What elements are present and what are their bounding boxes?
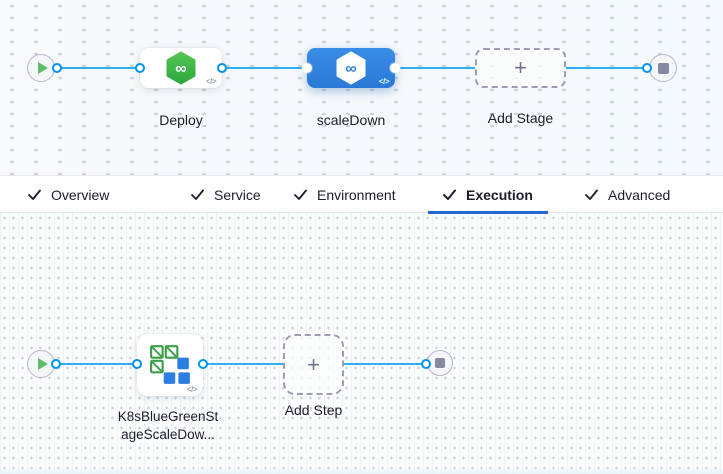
play-icon [37, 62, 48, 74]
connector-line [203, 362, 283, 365]
stage-label-scaledown: scaleDown [316, 112, 386, 128]
code-icon: </> [378, 77, 390, 86]
execution-step-canvas[interactable] [0, 213, 723, 474]
tab-label: Service [214, 186, 261, 203]
tab-advanced[interactable]: Advanced [584, 176, 670, 213]
connection-point[interactable] [132, 359, 142, 369]
tab-overview[interactable]: Overview [27, 176, 109, 213]
tab-label: Execution [466, 186, 533, 203]
connection-point[interactable] [302, 63, 312, 73]
stop-icon [657, 62, 669, 74]
step-label-line2: ageScaleDow... [121, 427, 215, 442]
execution-end-node[interactable] [427, 350, 453, 376]
connector-line [566, 66, 656, 69]
check-icon [28, 189, 41, 200]
active-tab-underline [428, 211, 548, 214]
connector-line [50, 66, 140, 69]
tab-label: Overview [51, 186, 110, 203]
tab-service[interactable]: Service [190, 176, 261, 213]
connection-point[interactable] [642, 63, 652, 73]
step-card-k8s-bg-scale-down[interactable]: </> [137, 334, 203, 396]
pipeline-start-node[interactable] [27, 54, 55, 82]
connection-point[interactable] [51, 359, 61, 369]
check-icon [585, 189, 598, 200]
cd-hexagon-icon: ∞ [166, 51, 196, 85]
stage-config-tabbar: Overview Service Environment Execution A… [0, 175, 723, 214]
check-icon [443, 189, 456, 200]
execution-start-node[interactable] [27, 350, 55, 378]
add-step-button[interactable]: + [283, 334, 344, 395]
tab-label: Environment [317, 186, 396, 203]
connection-point[interactable] [217, 63, 227, 73]
code-icon: </> [205, 77, 217, 86]
connection-point[interactable] [421, 359, 431, 369]
canvas-bottom-edge [0, 467, 723, 474]
tab-label: Advanced [608, 186, 671, 203]
connection-point[interactable] [390, 63, 400, 73]
add-stage-label: Add Stage [487, 110, 554, 126]
connector-line [222, 66, 307, 69]
infinity-icon: ∞ [345, 61, 356, 78]
pipeline-end-node[interactable] [649, 54, 677, 82]
connector-line [344, 362, 427, 365]
stop-icon [435, 358, 445, 368]
connection-point[interactable] [52, 63, 62, 73]
check-icon [294, 189, 307, 200]
connector-line [50, 362, 137, 365]
check-icon [191, 189, 204, 200]
step-label: K8sBlueGreenSt ageScaleDow... [110, 408, 226, 444]
k8s-blue-green-icon [150, 345, 190, 384]
step-label-line1: K8sBlueGreenSt [117, 409, 219, 424]
add-stage-button[interactable]: + [475, 48, 566, 88]
stage-canvas[interactable]: ∞ </> ∞ </> + Deploy scaleDown [0, 0, 723, 175]
plus-icon: + [307, 351, 320, 377]
stage-card-scaledown[interactable]: ∞ </> [307, 48, 395, 88]
tab-execution[interactable]: Execution [442, 176, 533, 213]
connection-point[interactable] [135, 63, 145, 73]
connector-line [395, 66, 475, 69]
add-step-label: Add Step [284, 402, 343, 418]
cd-hexagon-icon: ∞ [336, 51, 366, 85]
stage-label-deploy: Deploy [159, 112, 203, 128]
connection-point[interactable] [198, 359, 208, 369]
play-icon [37, 358, 48, 370]
stage-card-deploy[interactable]: ∞ </> [140, 48, 222, 88]
code-icon: </> [186, 385, 198, 394]
tab-environment[interactable]: Environment [293, 176, 396, 213]
plus-icon: + [514, 55, 527, 80]
infinity-icon: ∞ [175, 61, 186, 78]
